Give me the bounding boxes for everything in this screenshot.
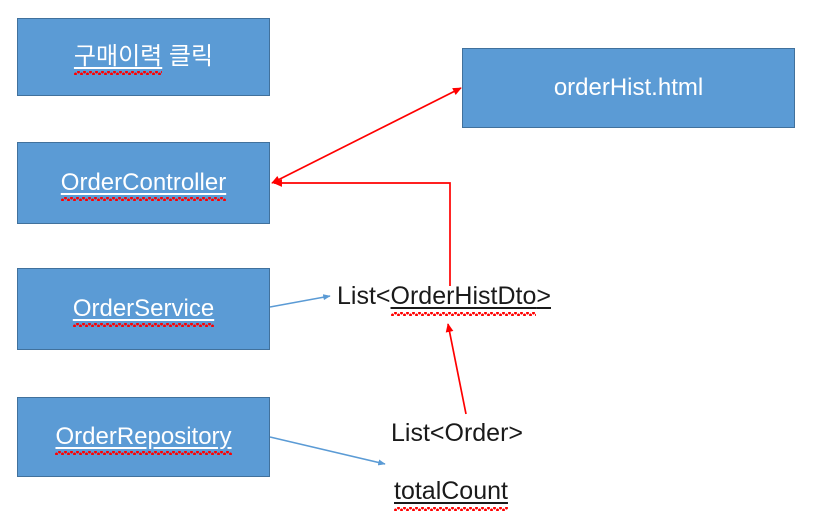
node-label-trailing-part: 클릭 bbox=[162, 42, 214, 70]
label-list-order-hist-dto: List<OrderHistDto> bbox=[337, 282, 551, 315]
connector-dto-to-controller bbox=[273, 179, 451, 286]
node-label-order-service: OrderService bbox=[72, 294, 215, 328]
node-label-underlined-part: 구매이력 bbox=[73, 42, 163, 76]
node-label-order-hist-html: orderHist.html bbox=[553, 73, 704, 101]
label-list-order: List<Order> bbox=[391, 419, 524, 448]
connector-order-to-dto bbox=[445, 323, 467, 415]
node-label-order-repository: OrderRepository bbox=[55, 422, 232, 456]
node-order-repository[interactable]: OrderRepository bbox=[17, 397, 270, 477]
connector-service-to-dto bbox=[269, 294, 331, 308]
label-list-order-text: List<Order> bbox=[391, 419, 524, 447]
connector-controller-to-html bbox=[271, 87, 462, 184]
node-purchase-history-click[interactable]: 구매이력 클릭 bbox=[17, 18, 270, 96]
label-total-count: totalCount bbox=[394, 477, 508, 510]
node-order-service[interactable]: OrderService bbox=[17, 268, 270, 350]
connector-repository-to-total-count bbox=[269, 436, 386, 466]
node-order-hist-html[interactable]: orderHist.html bbox=[462, 48, 795, 128]
label-total-count-text: totalCount bbox=[394, 477, 508, 510]
node-order-controller[interactable]: OrderController bbox=[17, 142, 270, 224]
node-label-order-controller: OrderController bbox=[60, 168, 227, 202]
label-list-order-hist-dto-prefix: List< bbox=[337, 282, 391, 310]
label-list-order-hist-dto-inner: OrderHistDto bbox=[390, 282, 537, 315]
node-label-purchase-history-click: 구매이력 클릭 bbox=[73, 42, 214, 76]
label-list-order-hist-dto-suffix: > bbox=[536, 282, 551, 310]
